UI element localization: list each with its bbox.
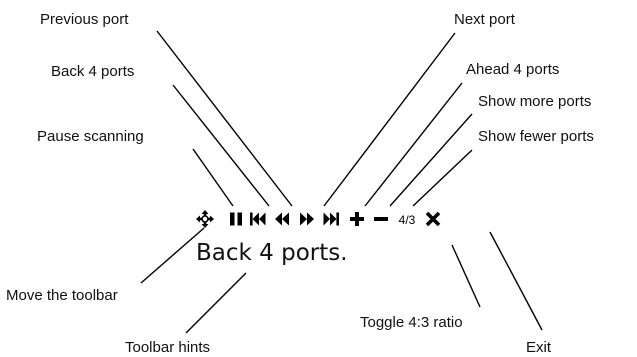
toolbar-hint-text: Back 4 ports. xyxy=(196,240,348,266)
close-icon xyxy=(425,211,441,227)
leader-toggle-ratio xyxy=(451,244,481,308)
leader-exit xyxy=(489,231,543,331)
leader-back-4-ports xyxy=(172,84,270,207)
next-port-button[interactable] xyxy=(300,212,314,226)
toolbar: 4/3 xyxy=(196,210,441,228)
label-toolbar-hints: Toolbar hints xyxy=(125,339,210,356)
rewind-icon xyxy=(275,212,289,226)
move-toolbar-button[interactable] xyxy=(196,210,214,228)
leader-show-fewer-ports xyxy=(412,149,473,207)
skip-back-icon xyxy=(250,212,266,226)
exit-button[interactable] xyxy=(425,211,441,227)
skip-forward-icon xyxy=(323,212,339,226)
fast-forward-icon xyxy=(300,212,314,226)
leader-previous-port xyxy=(156,30,293,207)
move-icon xyxy=(196,210,214,228)
ratio-glyph: 4/3 xyxy=(399,213,416,227)
label-back-4-ports: Back 4 ports xyxy=(51,63,134,80)
leader-next-port xyxy=(323,32,456,207)
pause-button[interactable] xyxy=(230,212,242,226)
label-previous-port: Previous port xyxy=(40,11,129,28)
show-fewer-ports-button[interactable] xyxy=(374,217,388,221)
aspect-ratio-icon: 4/3 xyxy=(399,213,416,227)
previous-port-button[interactable] xyxy=(275,212,289,226)
ahead-4-ports-button[interactable] xyxy=(323,212,340,226)
leader-move-toolbar xyxy=(140,227,205,284)
label-move-toolbar: Move the toolbar xyxy=(6,287,118,304)
label-show-fewer-ports: Show fewer ports xyxy=(478,128,594,145)
pause-icon xyxy=(230,212,242,226)
leader-pause-scanning xyxy=(192,148,234,207)
leader-toolbar-hints xyxy=(185,272,247,334)
label-toggle-ratio: Toggle 4:3 ratio xyxy=(360,314,463,331)
show-more-ports-button[interactable] xyxy=(350,212,364,226)
leader-show-more-ports xyxy=(389,113,473,207)
label-pause-scanning: Pause scanning xyxy=(37,128,144,145)
label-show-more-ports: Show more ports xyxy=(478,93,591,110)
label-next-port: Next port xyxy=(454,11,516,28)
back-4-ports-button[interactable] xyxy=(250,212,266,226)
label-ahead-4-ports: Ahead 4 ports xyxy=(466,61,559,78)
plus-icon xyxy=(350,212,364,226)
minus-icon xyxy=(374,217,388,221)
toggle-ratio-button[interactable]: 4/3 xyxy=(399,213,416,227)
leader-lines xyxy=(140,30,543,334)
label-exit: Exit xyxy=(526,339,552,356)
leader-ahead-4-ports xyxy=(364,82,463,207)
